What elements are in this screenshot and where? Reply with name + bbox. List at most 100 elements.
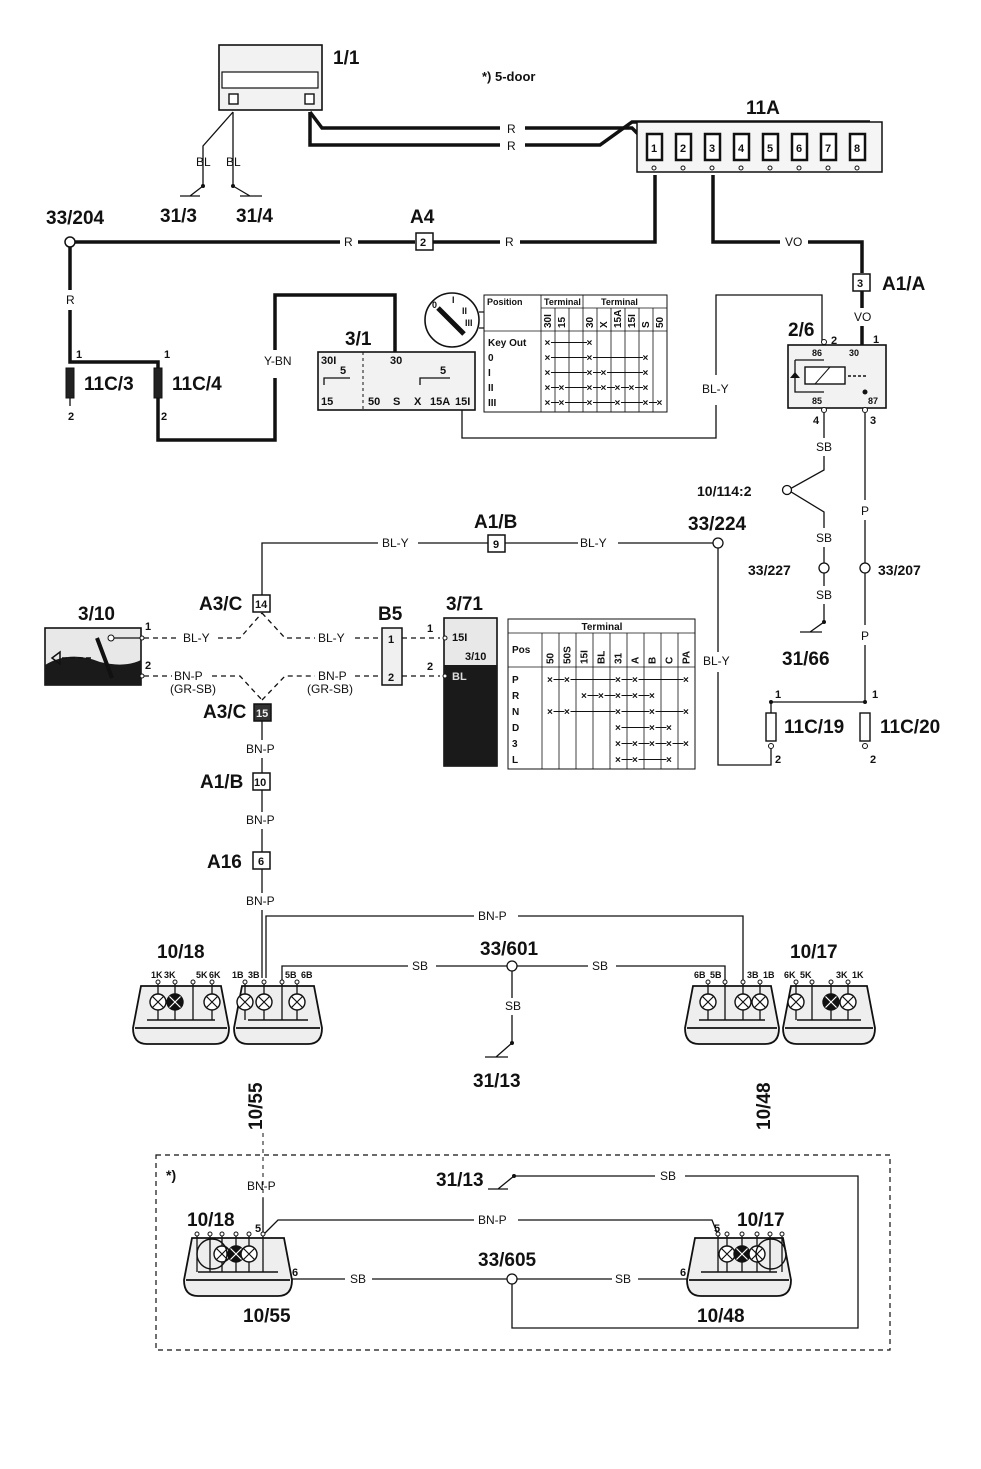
fuse-slot-label: 2 xyxy=(680,143,686,155)
terminal-15: 15 xyxy=(321,396,333,408)
label-A4: A4 xyxy=(410,207,435,228)
relay-terminal-87: 87 xyxy=(868,396,878,406)
svg-text:1: 1 xyxy=(872,689,878,701)
five-door-variant-box: *) BN-P BN-P 5 5 10/18 10/17 6 SB 33/605… xyxy=(155,1154,891,1351)
table-mark: × xyxy=(683,739,689,750)
table-mark: × xyxy=(683,707,689,718)
relay-2-6: 2/6 2 1 86 30 85 87 4 3 xyxy=(787,320,887,427)
wire-label-bl-y-5: BL-Y xyxy=(183,631,210,645)
wire-label-sb-1: SB xyxy=(816,440,832,454)
svg-text:BL: BL xyxy=(452,671,467,683)
component-3-10: 3/10 1 2 xyxy=(44,604,151,686)
wire-label-bn-p-3: BN-P xyxy=(246,742,275,756)
wire-label-r-1: R xyxy=(507,122,516,136)
table-mark: × xyxy=(587,383,593,394)
connector-A4 xyxy=(415,232,434,251)
terminal-X: X xyxy=(414,396,422,408)
label-10-17-a: 10/17 xyxy=(790,942,838,963)
wire-label-vo-1: VO xyxy=(785,235,802,249)
splice-33-227 xyxy=(818,562,830,574)
table-header-position: Position xyxy=(487,297,523,307)
label-10-55-b: 10/55 xyxy=(243,1306,291,1327)
wire-label-bn-p-2: BN-P xyxy=(318,669,347,683)
svg-text:6: 6 xyxy=(258,856,264,868)
label-33-601: 33/601 xyxy=(480,939,539,960)
lamp-terminal-label: 5B xyxy=(710,970,722,980)
label-31-3: 31/3 xyxy=(160,206,197,227)
ignition-switch-3-1: 3/1 30I 30 5 5 15 50 S X 15A 15I xyxy=(317,329,476,411)
label-11C4: 11C/4 xyxy=(172,374,222,395)
table-mark: × xyxy=(559,398,565,409)
table-col-header: PA xyxy=(682,651,693,664)
wire-label-bn-p-8: BN-P xyxy=(478,1213,507,1227)
table-row-label: Key Out xyxy=(488,338,527,349)
label-2-6: 2/6 xyxy=(788,320,814,341)
label-A3C-top: A3/C xyxy=(199,594,243,615)
wire-label-p-1: P xyxy=(861,504,869,518)
table-mark: × xyxy=(649,739,655,750)
svg-text:2: 2 xyxy=(388,672,394,684)
svg-text:9: 9 xyxy=(493,539,499,551)
wire-label-vo-2: VO xyxy=(854,310,871,324)
table-mark: × xyxy=(666,723,672,734)
relay-terminal-85: 85 xyxy=(812,396,822,406)
lamp-terminal-label: 6K xyxy=(209,970,221,980)
fuse-slot-label: 1 xyxy=(651,143,657,155)
terminal-5b: 5 xyxy=(440,365,446,377)
pin-11C3-2: 2 xyxy=(68,411,74,423)
splice-33-605 xyxy=(506,1273,518,1285)
lamp-terminal-label: 5B xyxy=(285,970,297,980)
label-3-71: 3/71 xyxy=(446,594,483,615)
table-mark: × xyxy=(666,755,672,766)
table-mark: × xyxy=(564,707,570,718)
pin-A4: 2 xyxy=(420,237,426,249)
table-mark: × xyxy=(649,691,655,702)
svg-text:5: 5 xyxy=(714,1223,720,1235)
svg-text:2: 2 xyxy=(427,661,433,673)
svg-text:1: 1 xyxy=(145,621,151,633)
table-row-label: III xyxy=(488,398,497,409)
svg-text:2: 2 xyxy=(145,660,151,672)
label-A3C-bot: A3/C xyxy=(203,702,247,723)
svg-text:2: 2 xyxy=(870,754,876,766)
label-33-207: 33/207 xyxy=(878,562,921,578)
table-mark: × xyxy=(581,691,587,702)
table-header-terminal-2: Terminal xyxy=(601,297,638,307)
label-3-10: 3/10 xyxy=(78,604,115,625)
lamp-terminal-label: 1K xyxy=(852,970,864,980)
label-11A: 11A xyxy=(746,98,780,119)
table-row-label: II xyxy=(488,383,494,394)
table-mark: × xyxy=(545,353,551,364)
connector-B5 xyxy=(381,627,403,686)
label-A1B-bot: A1/B xyxy=(200,772,243,793)
key-dial-icon: 0 I II III xyxy=(424,292,485,348)
label-1-1: 1/1 xyxy=(333,48,360,69)
fuse-slot-4 xyxy=(732,132,751,162)
wire-label-bl-y-6: BL-Y xyxy=(318,631,345,645)
table-mark: × xyxy=(547,707,553,718)
component-1-1: 1/1 xyxy=(218,44,360,111)
table-mark: × xyxy=(632,755,638,766)
table-col-header: B xyxy=(648,657,659,664)
fuse-slot-label: 5 xyxy=(767,143,773,155)
label-10-48-b: 10/48 xyxy=(697,1306,745,1327)
table-mark: × xyxy=(632,691,638,702)
lamp-terminal-label: 1B xyxy=(232,970,244,980)
wire-label-bl-y-4: BL-Y xyxy=(703,654,730,668)
fuse-11C3 xyxy=(65,367,75,399)
splice-33-601 xyxy=(506,960,518,972)
wire-label-bl-1: BL xyxy=(196,155,211,169)
table-mark: × xyxy=(547,675,553,686)
fuse-slot-label: 6 xyxy=(796,143,802,155)
fuse-11C19 xyxy=(765,712,777,742)
relay-terminal-86: 86 xyxy=(812,348,822,358)
svg-text:1: 1 xyxy=(427,623,433,635)
five-door-mark: *) xyxy=(166,1167,176,1183)
label-10-55-a: 10/55 xyxy=(246,1082,267,1130)
table-row-label: N xyxy=(512,707,519,718)
table-mark: × xyxy=(598,691,604,702)
